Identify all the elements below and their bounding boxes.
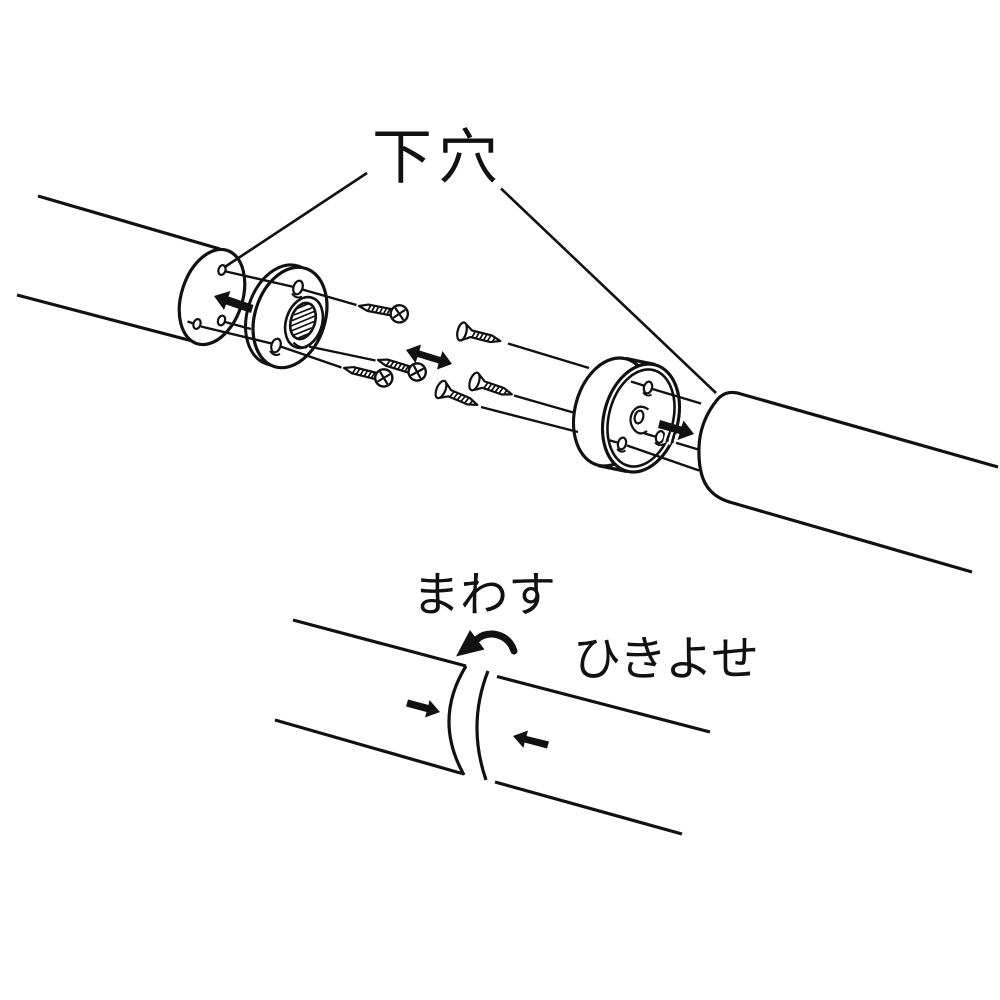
pull-together-label: ひきよせ	[573, 631, 757, 687]
insert-right-arrow-icon	[658, 420, 694, 447]
rotate-arrow-icon	[456, 630, 518, 657]
leader-line-right	[500, 187, 717, 394]
left-pipe-pilot-holes	[192, 264, 227, 330]
threaded-boss	[283, 295, 325, 350]
thread-hatching	[290, 302, 316, 340]
right-pipe	[697, 390, 999, 574]
rotate-label: まわす	[412, 567, 556, 623]
leader-line-left	[223, 171, 368, 269]
joint-collar	[447, 665, 490, 781]
double-arrow-icon	[406, 344, 452, 370]
push-right-arrow-icon	[513, 730, 549, 749]
insert-left-arrow-icon	[214, 291, 254, 313]
pilot-hole-callout: 下穴	[223, 123, 717, 394]
assembled-pipe	[274, 618, 711, 836]
right-flange-details	[616, 380, 666, 453]
left-flange-details	[269, 279, 325, 356]
screw-right-top	[454, 320, 504, 352]
exploded-joint-diagram: 下穴	[16, 123, 999, 574]
screw-right-low	[466, 370, 516, 405]
pilot-hole-label: 下穴	[372, 123, 504, 193]
screw-left-top	[356, 296, 411, 326]
push-left-arrow-icon	[406, 699, 440, 718]
assembled-joint-diagram: まわす ひきよせ	[274, 567, 759, 836]
screw-guide-lines	[187, 270, 702, 472]
